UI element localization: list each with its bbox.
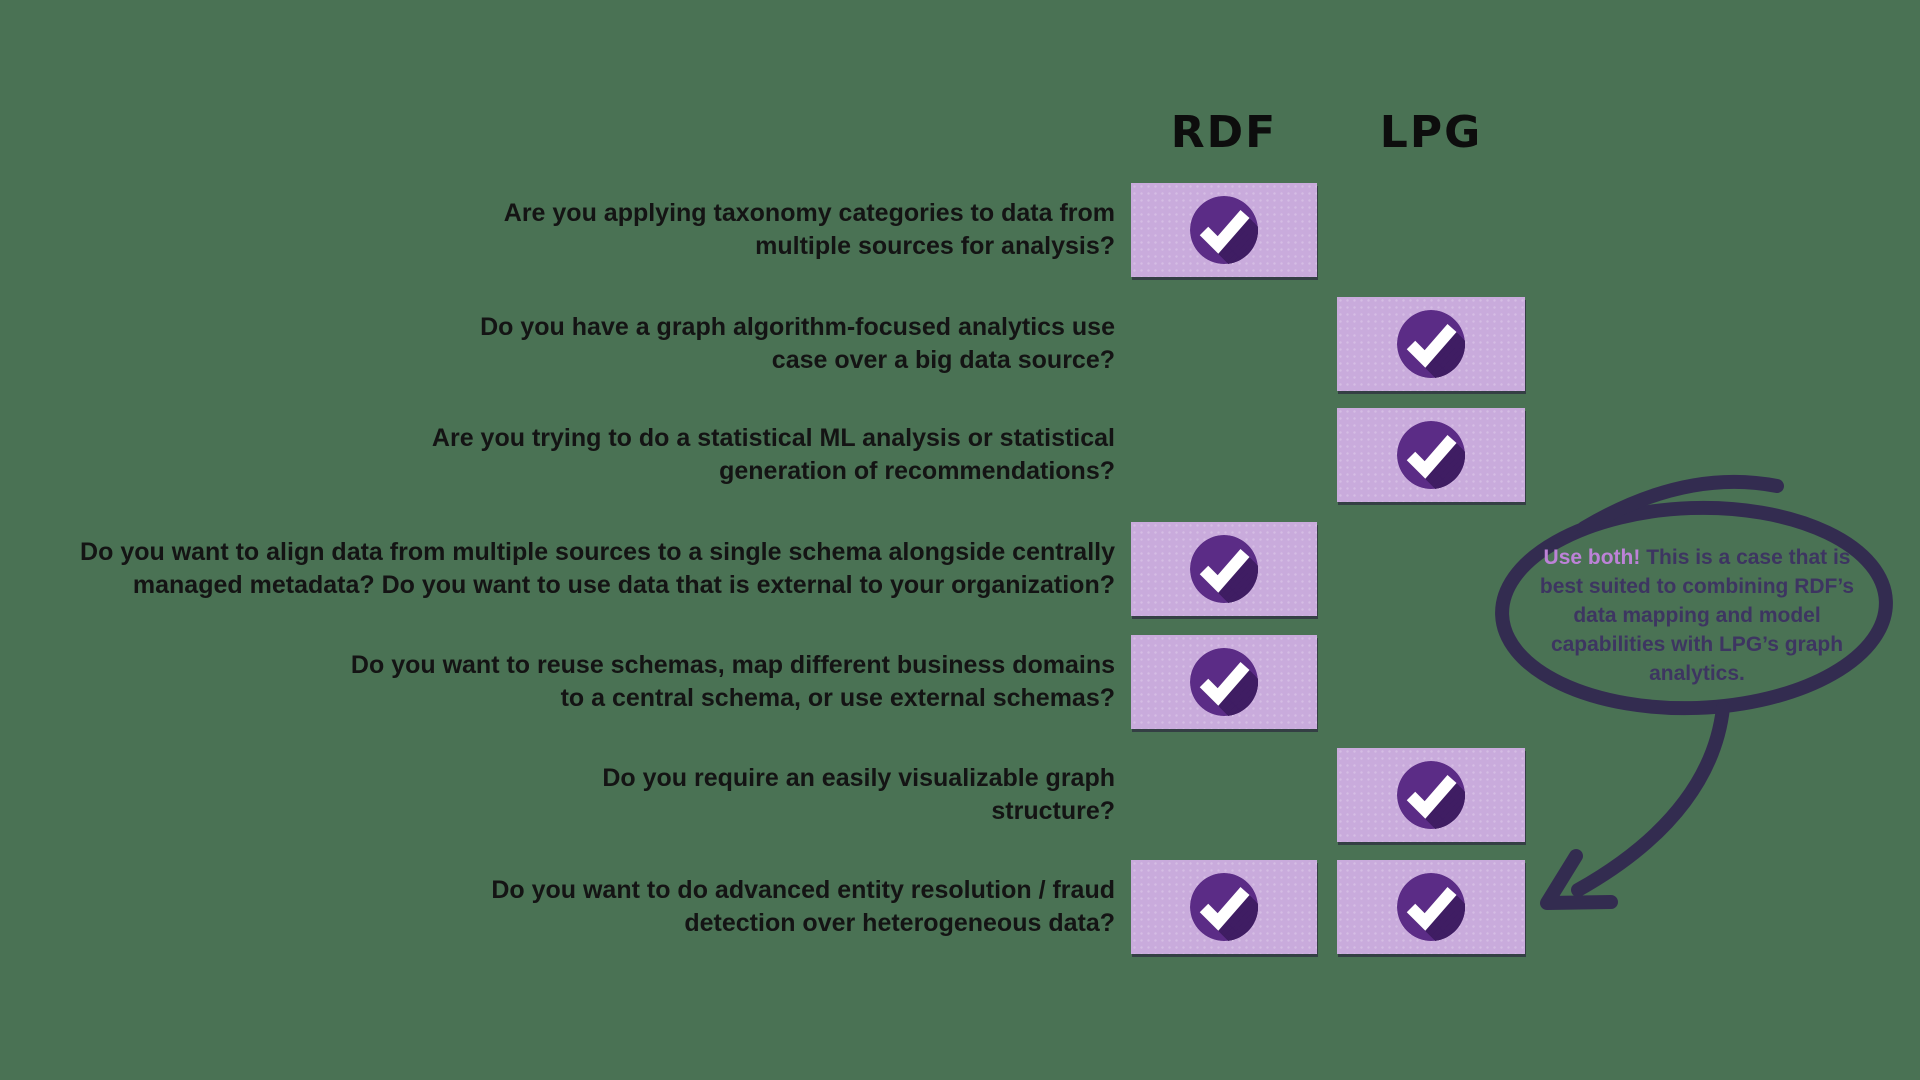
annotation-body: This is a case that is best suited to co… [1539, 546, 1855, 685]
hand-drawn-circle-arrow [1495, 474, 1893, 910]
question-text: Do you have a graph algorithm-focused an… [480, 313, 1115, 374]
checkmark-icon [1190, 196, 1258, 264]
question-text: Do you require an easily visualizable gr… [602, 764, 1115, 825]
rdf-check-cell [1131, 860, 1317, 954]
annotation-bubble-text: Use both! This is a case that is best su… [1532, 543, 1862, 688]
comparison-row: Do you require an easily visualizable gr… [0, 748, 1920, 842]
question-text: Do you want to align data from multiple … [80, 538, 1115, 599]
column-header-rdf: RDF [1170, 106, 1278, 158]
comparison-row: Are you applying taxonomy categories to … [0, 183, 1920, 277]
rdf-check-cell [1131, 183, 1317, 277]
comparison-row: Do you have a graph algorithm-focused an… [0, 297, 1920, 391]
lpg-check-cell [1337, 297, 1525, 391]
checkmark-icon [1397, 761, 1465, 829]
lpg-check-cell [1337, 408, 1525, 502]
question-text: Do you want to reuse schemas, map differ… [350, 651, 1115, 712]
annotation-highlight: Use both! [1543, 546, 1641, 569]
rdf-check-cell [1131, 635, 1317, 729]
comparison-row: Do you want to reuse schemas, map differ… [0, 635, 1920, 729]
annotation-ellipse [1495, 500, 1893, 716]
question-text: Are you trying to do a statistical ML an… [431, 424, 1115, 485]
column-header-lpg: LPG [1379, 106, 1483, 158]
annotation-pen-start-stroke [1577, 474, 1784, 535]
checkmark-icon [1190, 648, 1258, 716]
comparison-row: Do you want to do advanced entity resolu… [0, 860, 1920, 954]
checkmark-icon [1190, 535, 1258, 603]
arrowhead-icon [1540, 849, 1618, 910]
comparison-row: Do you want to align data from multiple … [0, 522, 1920, 616]
checkmark-icon [1397, 310, 1465, 378]
question-text: Do you want to do advanced entity resolu… [491, 876, 1115, 937]
comparison-row: Are you trying to do a statistical ML an… [0, 408, 1920, 502]
checkmark-icon [1397, 421, 1465, 489]
rdf-check-cell [1131, 522, 1317, 616]
checkmark-icon [1397, 873, 1465, 941]
lpg-check-cell [1337, 748, 1525, 842]
lpg-check-cell [1337, 860, 1525, 954]
question-text: Are you applying taxonomy categories to … [503, 199, 1115, 260]
checkmark-icon [1190, 873, 1258, 941]
annotation-arrow-tail [1571, 701, 1730, 897]
